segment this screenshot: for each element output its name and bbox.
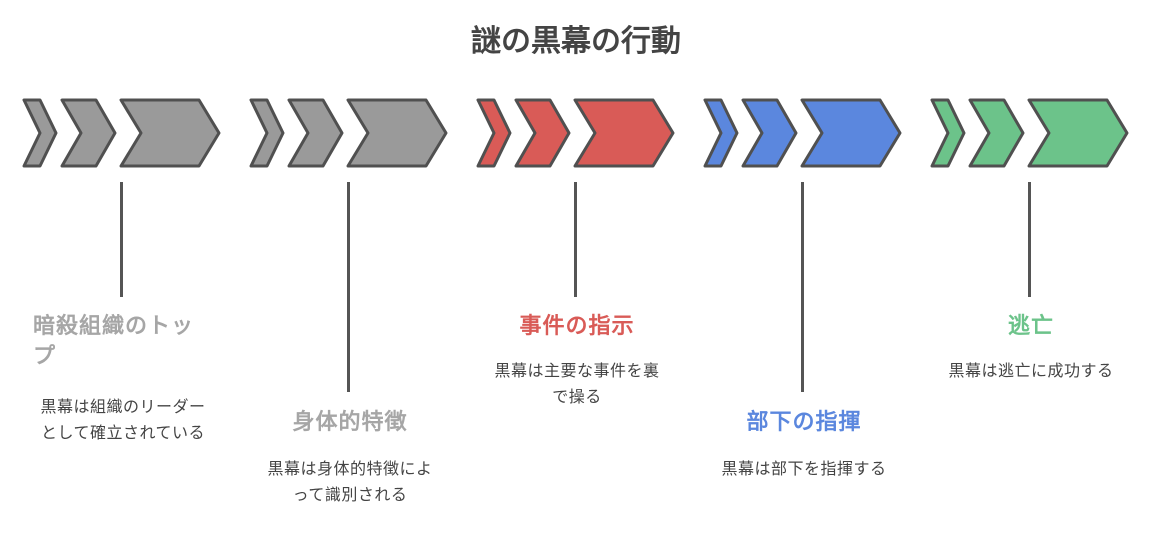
diagram-title: 謎の黒幕の行動 — [471, 24, 681, 59]
step-5: 逃亡 黒幕は逃亡に成功する — [919, 0, 1143, 550]
step-4: 部下の指揮 黒幕は部下を指揮する — [692, 0, 916, 550]
chevron-small — [930, 98, 966, 168]
chevron-medium — [287, 98, 344, 168]
step-description: 黒幕は主要な事件を裏で操る — [494, 361, 660, 406]
connector-line — [347, 182, 350, 392]
connector-line — [801, 182, 804, 392]
chevron-medium — [514, 98, 571, 168]
chevron-arrows-icon — [22, 98, 221, 168]
chevron-small — [249, 98, 285, 168]
step-title: 暗殺組織のトップ — [33, 314, 195, 369]
chevron-large — [573, 98, 675, 168]
step-title: 逃亡 — [1007, 314, 1054, 339]
chevron-arrows-icon — [249, 98, 448, 168]
connector-line — [574, 182, 577, 297]
step-3: 事件の指示 黒幕は主要な事件を裏で操る — [465, 0, 689, 550]
step-description: 黒幕は組織のリーダーとして確立されている — [40, 397, 206, 442]
chevron-medium — [741, 98, 798, 168]
chevron-large — [346, 98, 448, 168]
chevron-large — [119, 98, 221, 168]
chevron-medium — [968, 98, 1025, 168]
chevron-small — [703, 98, 739, 168]
chevron-arrows-icon — [476, 98, 675, 168]
chevron-small — [476, 98, 512, 168]
chevron-medium — [60, 98, 117, 168]
step-2: 身体的特徴 黒幕は身体的特徴によって識別される — [238, 0, 462, 550]
chevron-arrows-icon — [703, 98, 902, 168]
chevron-small — [22, 98, 58, 168]
step-1: 暗殺組織のトップ 黒幕は組織のリーダーとして確立されている — [11, 0, 235, 550]
chevron-arrows-icon — [930, 98, 1129, 168]
step-title: 事件の指示 — [519, 314, 635, 339]
chevron-large — [800, 98, 902, 168]
step-description: 黒幕は部下を指揮する — [721, 459, 887, 478]
step-title: 部下の指揮 — [746, 410, 862, 435]
connector-line — [120, 182, 123, 297]
step-description: 黒幕は逃亡に成功する — [948, 361, 1114, 380]
chevron-large — [1027, 98, 1129, 168]
step-description: 黒幕は身体的特徴によって識別される — [267, 459, 433, 504]
connector-line — [1028, 182, 1031, 297]
step-title: 身体的特徴 — [292, 410, 408, 435]
